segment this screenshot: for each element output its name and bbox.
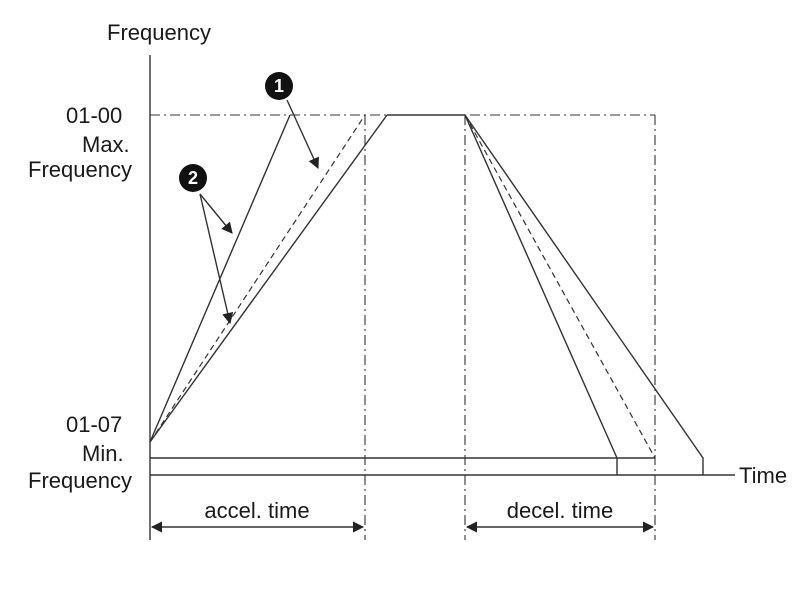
decel-curve-slow: [464, 114, 704, 475]
marker-2-arrow-upper: [199, 193, 233, 234]
decel-time-label: decel. time: [507, 498, 613, 523]
marker-2-badge-circle: [179, 164, 207, 192]
min-frequency-code: 01-07: [66, 412, 122, 437]
max-frequency-line2: Frequency: [28, 157, 132, 182]
marker-1-badge-circle: [265, 72, 293, 100]
accel-curve-slow: [149, 114, 388, 443]
decel-curve-fast: [464, 114, 618, 475]
marker-2-number: 2: [188, 168, 198, 188]
min-frequency-line2: Frequency: [28, 468, 132, 493]
y-axis-label: Frequency: [107, 20, 211, 45]
max-frequency-code: 01-00: [66, 103, 122, 128]
decel-curve-dashed: [464, 114, 656, 459]
accel-time-label: accel. time: [204, 498, 309, 523]
marker-1-arrow-to-fast: [286, 99, 319, 170]
marker-1-number: 1: [274, 76, 284, 96]
accel-curve-dashed: [149, 114, 366, 443]
min-frequency-line1: Min.: [82, 441, 124, 466]
marker-2-arrow-lower: [199, 193, 234, 325]
x-axis-label: Time: [739, 463, 787, 488]
max-frequency-line1: Max.: [82, 132, 130, 157]
